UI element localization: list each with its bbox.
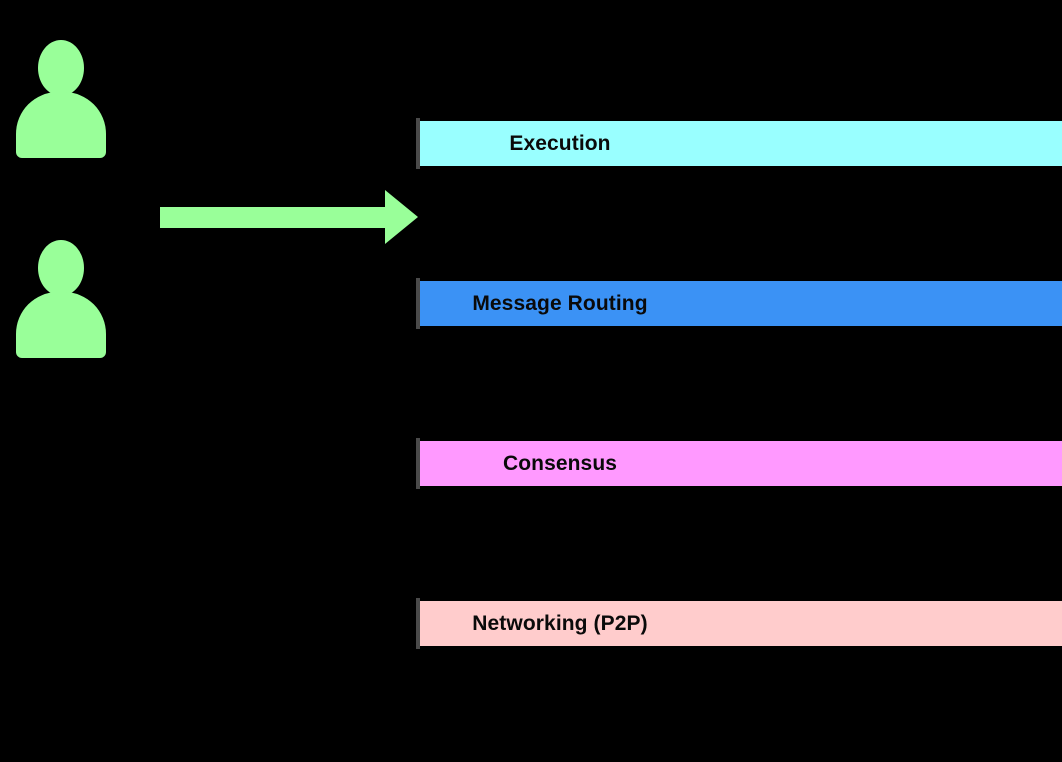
layer-bar-label: Networking (P2P) (472, 611, 648, 635)
layer-bar-execution[interactable]: Execution (416, 118, 1062, 169)
layer-bar-consensus[interactable]: Consensus (416, 438, 1062, 489)
layer-bar-networking-p2p[interactable]: Networking (P2P) (416, 598, 1062, 649)
person-head-icon (38, 40, 84, 96)
layer-bar-fill: Execution (420, 121, 1062, 166)
layer-bar-message-routing[interactable]: Message Routing (416, 278, 1062, 329)
arrow-head (385, 190, 418, 244)
person-body-icon (16, 292, 106, 358)
layer-tick-mark (416, 438, 420, 489)
user-actor-icon-1 (16, 40, 106, 158)
layer-tick-mark (416, 598, 420, 649)
user-actor-icon-2 (16, 240, 106, 358)
layer-bar-label: Consensus (502, 451, 618, 475)
layer-bar-label: Message Routing (472, 291, 648, 315)
arrow-shaft (160, 207, 388, 228)
layer-bar-fill: Consensus (420, 441, 1062, 486)
layer-tick-mark (416, 118, 420, 169)
layer-tick-mark (416, 278, 420, 329)
layer-bar-fill: Networking (P2P) (420, 601, 1062, 646)
person-body-icon (16, 92, 106, 158)
layer-bar-fill: Message Routing (420, 281, 1062, 326)
layer-bar-label: Execution (509, 131, 611, 155)
person-head-icon (38, 240, 84, 296)
